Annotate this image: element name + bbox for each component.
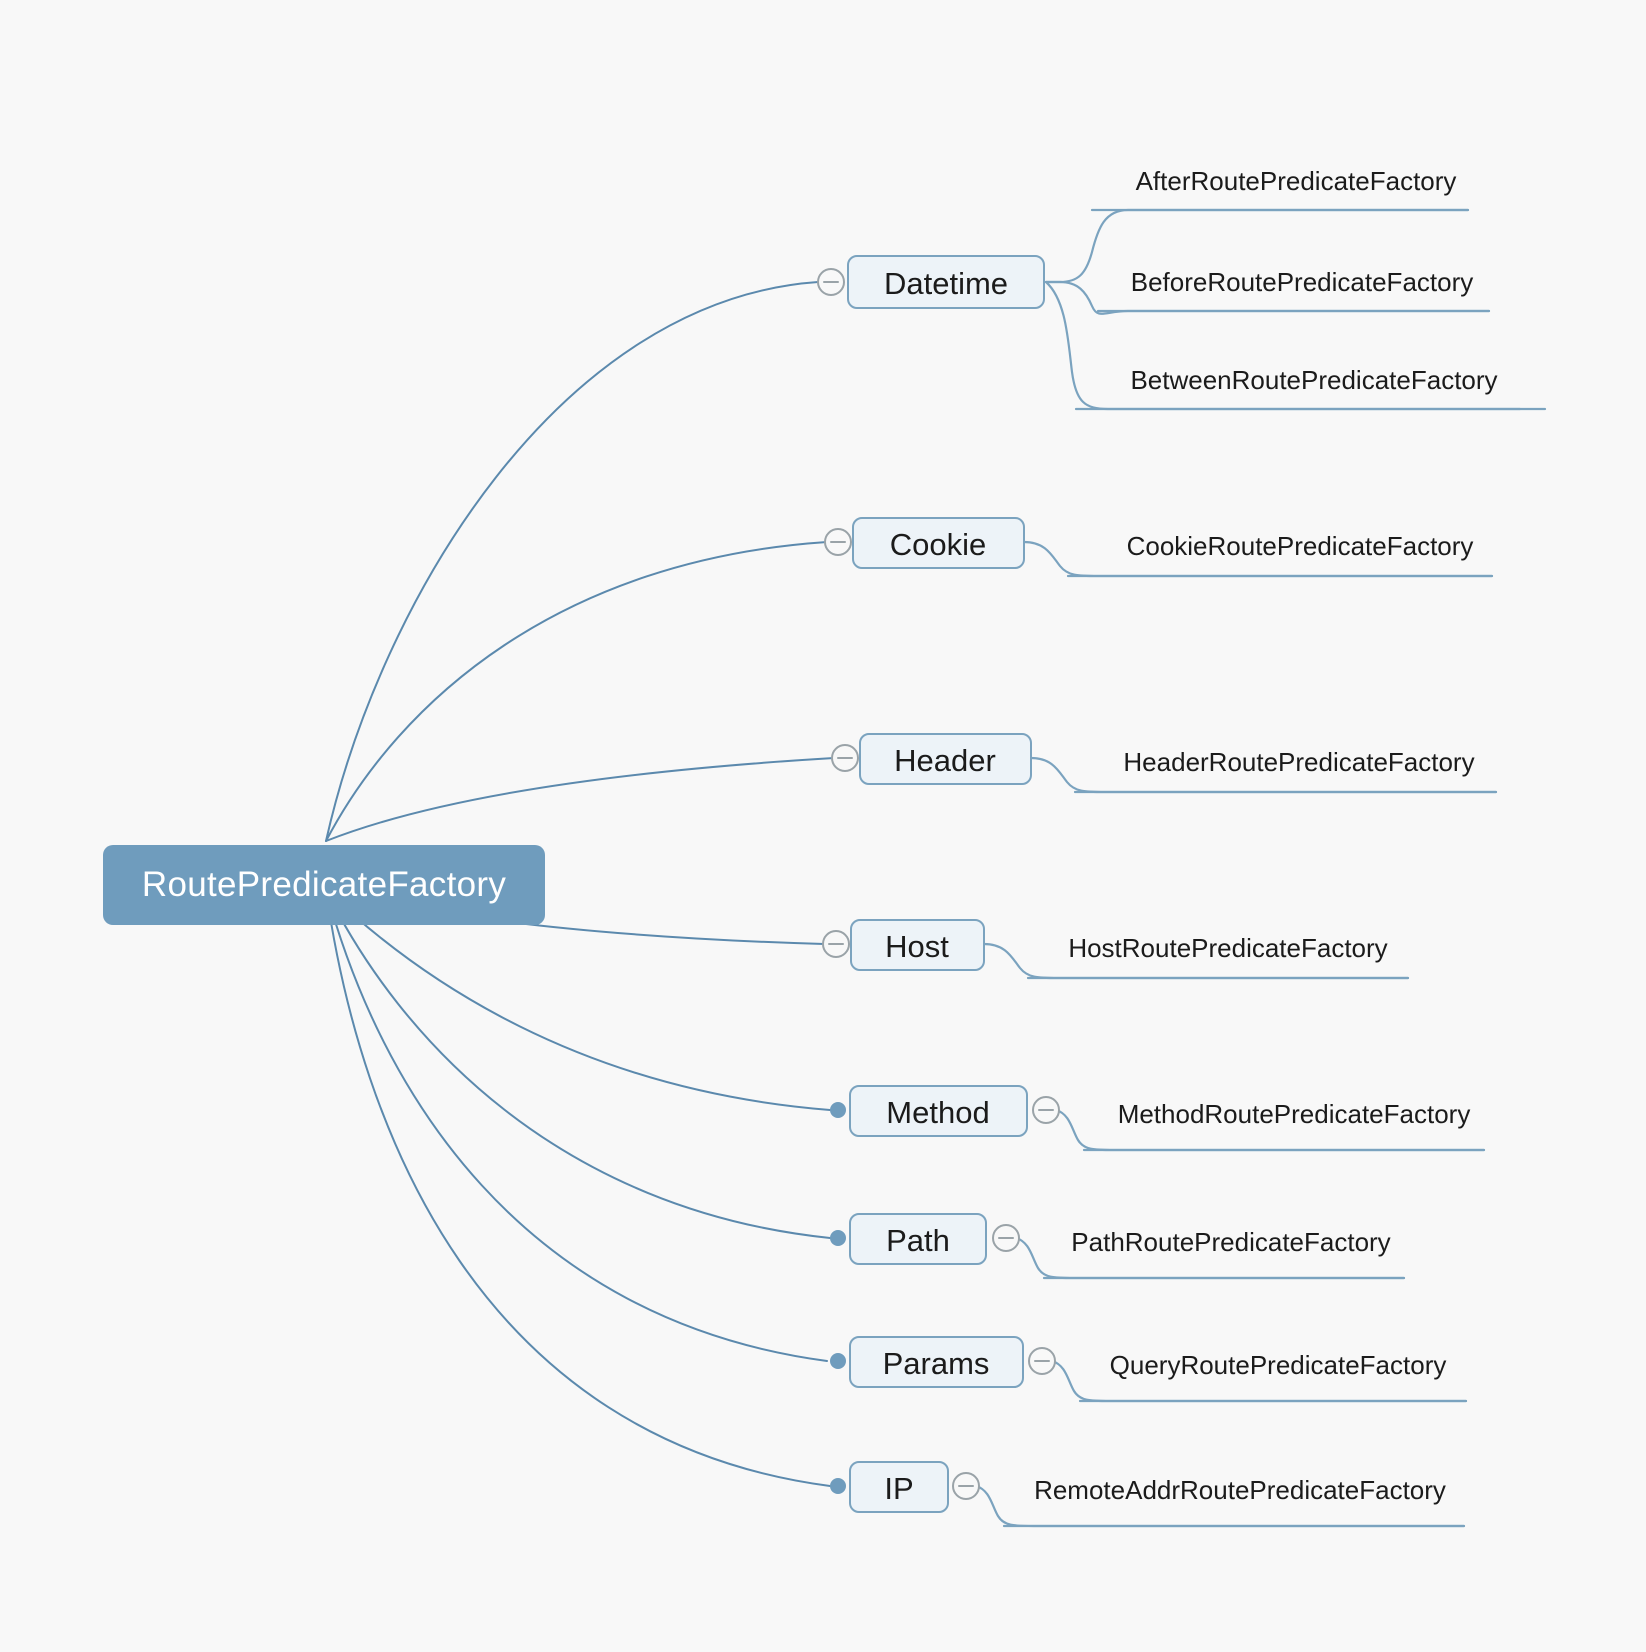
leaf-params[interactable]: QueryRoutePredicateFactory xyxy=(1078,1350,1468,1403)
leaf-after[interactable]: AfterRoutePredicateFactory xyxy=(1090,166,1470,212)
branch-node-params[interactable]: Params xyxy=(849,1336,1024,1388)
edge-root-to-header xyxy=(325,757,835,842)
leaf-method-label: MethodRoutePredicateFactory xyxy=(1118,1099,1471,1129)
collapse-minus-icon[interactable] xyxy=(824,528,852,556)
edge-root-to-datetime xyxy=(325,281,819,842)
leaf-host-label: HostRoutePredicateFactory xyxy=(1068,933,1387,963)
branch-params-box[interactable] xyxy=(849,1336,1024,1388)
collapse-minus-icon[interactable] xyxy=(1032,1096,1060,1124)
branch-host-label: Host xyxy=(885,929,949,964)
branch-node-cookie[interactable]: Cookie xyxy=(852,517,1025,569)
branch-node-method[interactable]: Method xyxy=(849,1085,1028,1137)
collapse-minus-icon[interactable] xyxy=(822,930,850,958)
branch-method: Method MethodRoutePredicateFactory xyxy=(830,1085,1486,1152)
branch-cookie-label: Cookie xyxy=(890,527,987,562)
collapse-minus-icon[interactable] xyxy=(952,1472,980,1500)
leaf-between[interactable]: BetweenRoutePredicateFactory xyxy=(1074,365,1547,411)
branch-path: Path PathRoutePredicateFactory xyxy=(830,1213,1406,1280)
edge-root-to-cookie xyxy=(325,541,828,842)
leaf-before-label: BeforeRoutePredicateFactory xyxy=(1131,267,1474,297)
branch-method-box[interactable] xyxy=(849,1085,1028,1137)
collapse-minus-icon[interactable] xyxy=(992,1224,1020,1252)
branch-node-datetime[interactable]: Datetime xyxy=(847,255,1045,309)
bullet-dot-icon xyxy=(830,1230,846,1246)
branch-header-label: Header xyxy=(894,743,996,778)
branch-params: Params QueryRoutePredicateFactory xyxy=(830,1336,1468,1403)
edge-root-to-method xyxy=(325,889,831,1111)
collapse-minus-icon[interactable] xyxy=(817,268,845,296)
branch-node-path[interactable]: Path xyxy=(849,1213,987,1265)
branch-host-box[interactable] xyxy=(850,919,985,971)
leaf-cookie-label: CookieRoutePredicateFactory xyxy=(1127,531,1474,561)
branch-node-header[interactable]: Header xyxy=(859,733,1032,785)
leaf-ip[interactable]: RemoteAddrRoutePredicateFactory xyxy=(1002,1475,1466,1528)
collapse-minus-icon[interactable] xyxy=(1028,1347,1056,1375)
branch-host: Host HostRoutePredicateFactory xyxy=(822,919,1410,980)
collapse-minus-icon[interactable] xyxy=(831,744,859,772)
branch-header: Header HeaderRoutePredicateFactory xyxy=(831,733,1498,794)
leaf-ip-label: RemoteAddrRoutePredicateFactory xyxy=(1034,1475,1446,1505)
branch-node-ip[interactable]: IP xyxy=(849,1461,949,1513)
edge-root-to-params xyxy=(325,889,828,1362)
branch-path-box[interactable] xyxy=(849,1213,987,1265)
leaf-before[interactable]: BeforeRoutePredicateFactory xyxy=(1096,267,1491,313)
edge-datetime-to-after xyxy=(1044,208,1470,284)
branch-datetime: Datetime AfterRoutePredicateFactory Befo… xyxy=(817,166,1547,411)
edge-datetime-to-between xyxy=(1044,280,1522,411)
branch-path-label: Path xyxy=(886,1223,950,1258)
leaf-method[interactable]: MethodRoutePredicateFactory xyxy=(1082,1099,1486,1152)
root-node-label: RoutePredicateFactory xyxy=(142,865,506,904)
root-node[interactable]: RoutePredicateFactory xyxy=(103,845,545,925)
root-node-box[interactable] xyxy=(103,845,545,925)
branch-ip: IP RemoteAddrRoutePredicateFactory xyxy=(830,1461,1466,1528)
leaf-cookie[interactable]: CookieRoutePredicateFactory xyxy=(1066,531,1494,578)
leaf-path-label: PathRoutePredicateFactory xyxy=(1071,1227,1390,1257)
leaf-path[interactable]: PathRoutePredicateFactory xyxy=(1042,1227,1406,1280)
bullet-dot-icon xyxy=(830,1102,846,1118)
leaf-host[interactable]: HostRoutePredicateFactory xyxy=(1026,933,1410,980)
leaf-header[interactable]: HeaderRoutePredicateFactory xyxy=(1073,747,1498,794)
leaf-between-label: BetweenRoutePredicateFactory xyxy=(1130,365,1497,395)
branch-params-label: Params xyxy=(883,1346,990,1381)
leaf-params-label: QueryRoutePredicateFactory xyxy=(1110,1350,1447,1380)
leaf-after-label: AfterRoutePredicateFactory xyxy=(1136,166,1457,196)
edge-root-to-path xyxy=(325,889,831,1239)
branch-cookie: Cookie CookieRoutePredicateFactory xyxy=(824,517,1494,578)
bullet-dot-icon xyxy=(830,1353,846,1369)
root-branch-edges xyxy=(325,281,835,1487)
branch-method-label: Method xyxy=(886,1095,989,1130)
branch-cookie-box[interactable] xyxy=(852,517,1025,569)
branch-datetime-box[interactable] xyxy=(847,255,1045,309)
branch-ip-box[interactable] xyxy=(849,1461,949,1513)
bullet-dot-icon xyxy=(830,1478,846,1494)
branch-header-box[interactable] xyxy=(859,733,1032,785)
branch-datetime-label: Datetime xyxy=(884,266,1008,301)
edge-root-to-ip xyxy=(325,889,831,1487)
leaf-header-label: HeaderRoutePredicateFactory xyxy=(1123,747,1474,777)
branch-ip-label: IP xyxy=(884,1471,913,1506)
branch-node-host[interactable]: Host xyxy=(850,919,985,971)
